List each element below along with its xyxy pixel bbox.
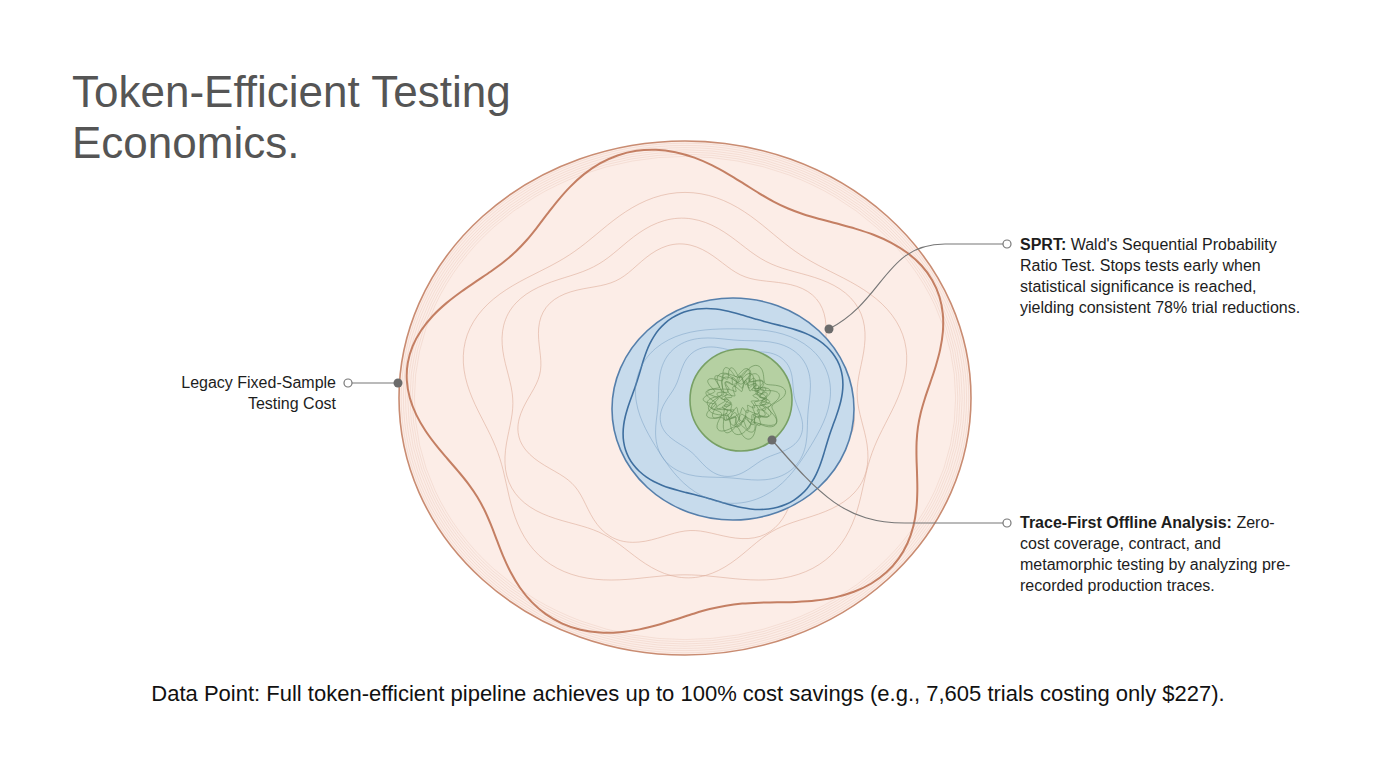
- leader-end: [1003, 240, 1011, 248]
- scribble: [708, 365, 785, 434]
- rim-hatch: [408, 150, 962, 646]
- diagram-title: Token-Efficient Testing Economics.: [72, 66, 552, 168]
- leader-end: [1003, 519, 1011, 527]
- rim-hatch: [403, 145, 966, 650]
- callout-text: SPRT: Wald's Sequential Probability Rati…: [1020, 234, 1310, 318]
- wave-contour: [407, 150, 944, 633]
- scribble: [703, 368, 766, 426]
- leader-line: [352, 382, 398, 383]
- cost-circle-trace: Trace-First Offline Analysis: Zero-cost …: [690, 349, 792, 451]
- wave-contour: [518, 244, 854, 542]
- circle-body: [690, 349, 792, 451]
- data-point-caption: Data Point: Full token-efficient pipelin…: [0, 680, 1376, 708]
- callout-heading: Trace-First Offline Analysis:: [1020, 514, 1232, 531]
- callout-text: Trace-First Offline Analysis: Zero-cost …: [1020, 512, 1292, 596]
- rim-hatch: [412, 154, 958, 642]
- scribble: [721, 376, 759, 414]
- wave-contour: [660, 347, 802, 477]
- cost-circle-legacy: Legacy Fixed-Sample Testing CostSPRT: Wa…: [399, 141, 971, 655]
- rim-hatch: [406, 148, 965, 649]
- circle-outline: [690, 349, 792, 451]
- circle-body: [612, 298, 854, 520]
- cost-circle-sprt: SPRT: Wald's Sequential Probability Rati…: [612, 298, 854, 520]
- wave-contour: [463, 192, 907, 580]
- wave-contour: [635, 329, 830, 504]
- callout-heading: SPRT:: [1020, 236, 1066, 253]
- callout-body: Legacy Fixed-Sample Testing Cost: [181, 374, 336, 412]
- rim-hatch: [410, 152, 960, 644]
- scribble: [724, 380, 767, 422]
- circle-body: [399, 141, 971, 655]
- wave-contour: [623, 308, 843, 509]
- rim-hatch: [401, 143, 969, 653]
- callout-text: Legacy Fixed-Sample Testing Cost: [161, 372, 336, 414]
- leader-end: [344, 379, 352, 387]
- wave-contour: [656, 338, 811, 480]
- scribble: [706, 373, 771, 432]
- rim-hatch: [414, 156, 955, 639]
- wave-contour: [502, 218, 868, 578]
